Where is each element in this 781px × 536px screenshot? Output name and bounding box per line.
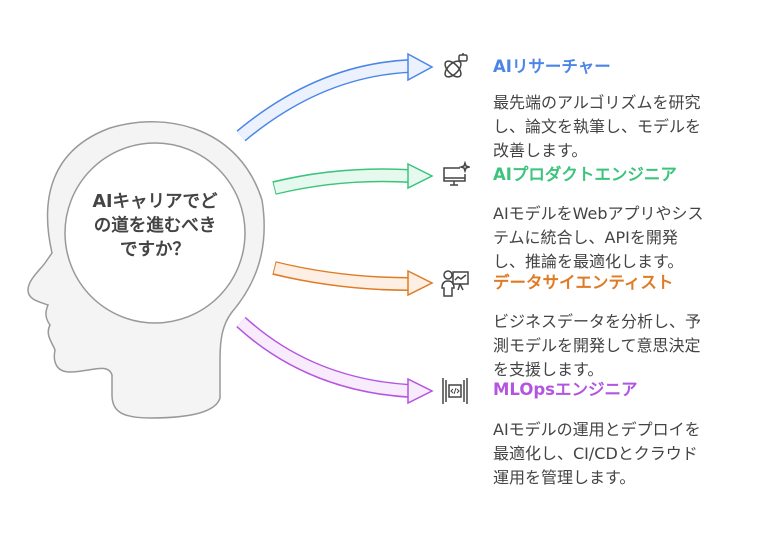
code-frame-icon [442, 378, 468, 404]
desc-line: し、推論を最適化します。 [493, 252, 684, 271]
question-line: の道を進むべき [93, 216, 217, 236]
career-desc-data-scientist: ビジネスデータを分析し、予 測モデルを開発して意思決定 を支援します。 [493, 310, 763, 382]
career-desc-researcher: 最先端のアルゴリズムを研究 し、論文を執筆し、モデルを 改善します。 [493, 91, 763, 163]
desc-line: 運用を管理します。 [493, 468, 636, 487]
desc-line: テムに統合し、APIを開発 [493, 228, 678, 247]
arrow-product-engineer [272, 162, 434, 195]
presenter-chart-icon [441, 270, 469, 297]
career-title-product-engineer: AIプロダクトエンジニア [493, 165, 677, 184]
central-question: AIキャリアでど の道を進むべき ですか？ [60, 190, 250, 262]
career-desc-mlops: AIモデルの運用とデプロイを 最適化し、CI/CDとクラウド 運用を管理します。 [493, 418, 763, 490]
career-desc-product-engineer: AIモデルをWebアプリやシス テムに統合し、APIを開発 し、推論を最適化しま… [493, 202, 763, 274]
career-title-researcher: AIリサーチャー [493, 57, 611, 76]
desc-line: 測モデルを開発して意思決定 [493, 336, 701, 355]
desc-line: を支援します。 [493, 360, 604, 379]
monitor-sparkle-icon [443, 160, 470, 186]
desc-line: AIモデルの運用とデプロイを [493, 420, 701, 439]
career-title-data-scientist: データサイエンティスト [493, 273, 674, 292]
arrow-researcher [236, 52, 434, 142]
question-line: AIキャリアでど [92, 192, 218, 212]
desc-line: し、論文を執筆し、モデルを [493, 117, 702, 136]
desc-line: AIモデルをWebアプリやシス [493, 204, 704, 223]
arrow-mlops [236, 316, 434, 405]
desc-line: ビジネスデータを分析し、予 [493, 312, 702, 331]
question-line: ですか？ [120, 240, 190, 260]
desc-line: 最先端のアルゴリズムを研究 [493, 93, 701, 112]
arrow-data-scientist [272, 261, 434, 297]
atom-robot-icon [444, 53, 468, 78]
thought-circle [64, 142, 246, 324]
desc-line: 最適化し、CI/CDとクラウド [493, 444, 698, 463]
career-title-mlops: MLOpsエンジニア [493, 380, 638, 399]
desc-line: 改善します。 [493, 141, 588, 160]
